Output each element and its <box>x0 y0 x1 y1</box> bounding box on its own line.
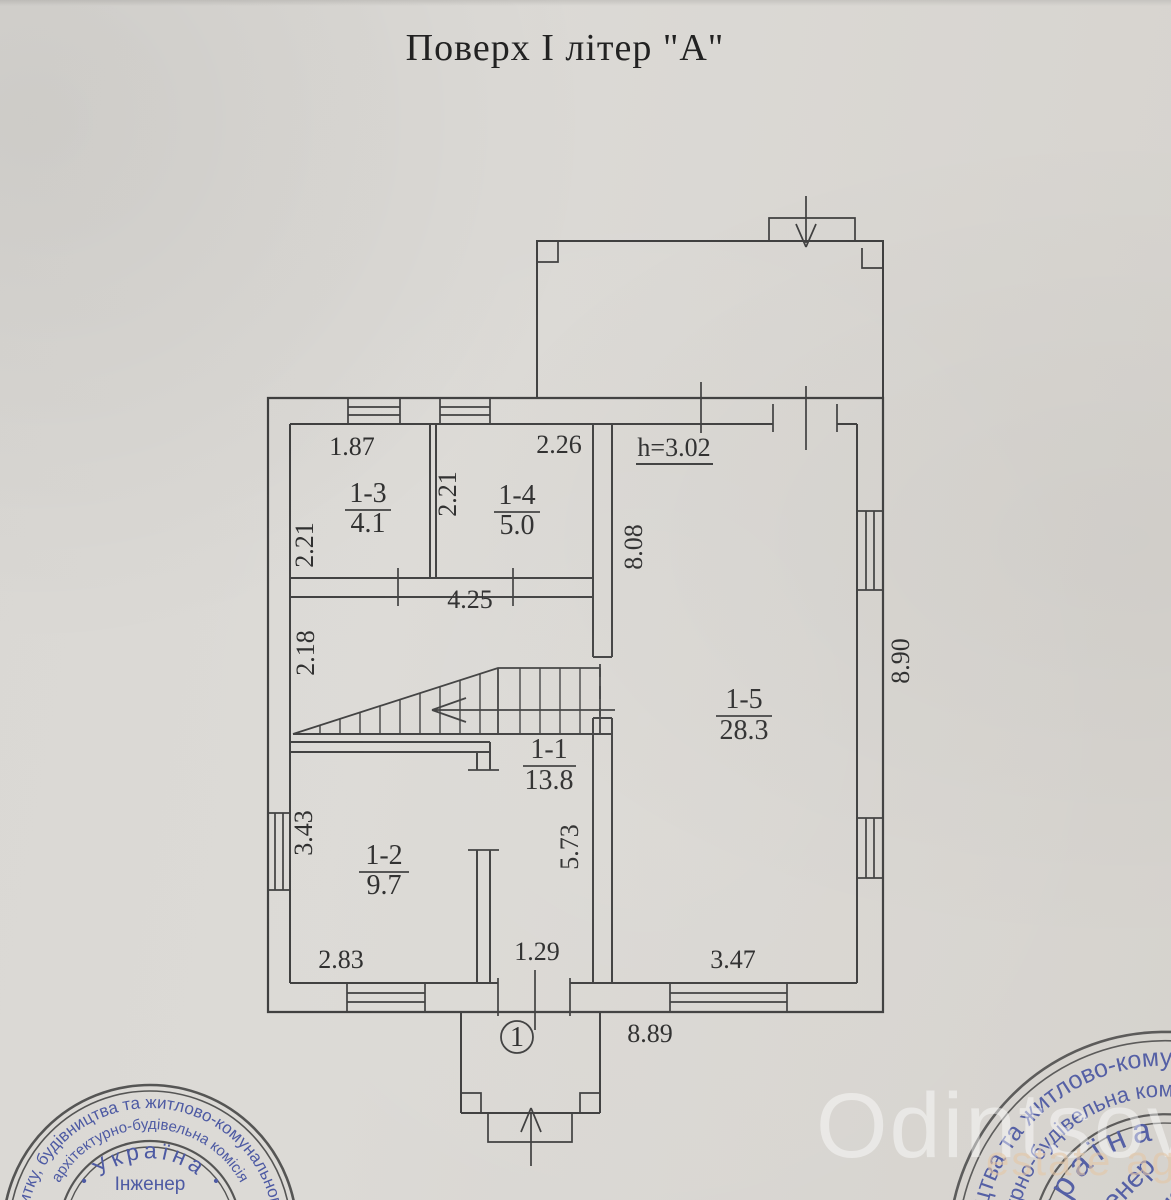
dim-building-width: 8.89 <box>627 1019 673 1048</box>
room-area: 5.0 <box>500 510 535 541</box>
window-left <box>268 812 290 891</box>
room-area: 9.7 <box>367 870 402 901</box>
stamp-title-line1: Інженер <box>115 1174 186 1195</box>
room-number: 1-5 <box>725 684 762 715</box>
porch-entry-arrow <box>520 1107 542 1166</box>
dim-room14-height: 2.21 <box>433 471 462 517</box>
room-area: 28.3 <box>720 715 769 746</box>
room-number: 1-3 <box>349 478 386 509</box>
dim-ceiling-height: h=3.02 <box>637 433 710 462</box>
window-top-2 <box>439 398 491 424</box>
stamp-separator-dot: • <box>213 1173 219 1190</box>
window-top-1 <box>347 398 401 424</box>
room-label-1-5: 1-5 28.3 <box>716 684 772 746</box>
porch-steps <box>487 1113 573 1143</box>
room-number: 1-1 <box>530 734 567 765</box>
porch <box>460 1012 601 1166</box>
dim-room15-width: 3.47 <box>710 945 756 974</box>
door-marks <box>397 382 838 1030</box>
terrace-steps <box>768 217 856 241</box>
dim-vestibule-width: 4.25 <box>447 585 493 614</box>
terrace-corner-marks <box>538 242 882 269</box>
terrace-entry-arrow <box>795 196 817 248</box>
room-area: 13.8 <box>525 765 574 796</box>
dim-room12-width: 2.83 <box>318 945 364 974</box>
dim-room13-width: 1.87 <box>329 432 375 461</box>
dim-hall-height: 5.73 <box>555 824 584 870</box>
stamp-separator-dot: • <box>81 1173 87 1190</box>
stairs <box>292 667 615 735</box>
window-right-2 <box>857 817 883 879</box>
room-label-1-4: 1-4 5.0 <box>494 480 540 541</box>
stamp-left: витку, будівництва та житлово-комунально… <box>5 1083 295 1200</box>
dim-stairs-side: 2.18 <box>291 630 320 676</box>
dim-entrance-width: 1.29 <box>514 937 560 966</box>
dim-room15-height: 8.08 <box>619 524 648 570</box>
dim-building-height: 8.90 <box>886 638 915 684</box>
dim-room14-width: 2.26 <box>536 430 582 459</box>
entrance-marker: 1 <box>500 1020 534 1054</box>
room-label-1-2: 1-2 9.7 <box>359 840 409 901</box>
window-right-1 <box>857 510 883 591</box>
dim-room13-height: 2.21 <box>290 522 319 568</box>
stair-treads <box>319 668 581 734</box>
room-number: 1-4 <box>498 480 535 511</box>
window-bottom-1 <box>346 983 426 1012</box>
room-area: 4.1 <box>351 508 386 539</box>
room-label-1-1: 1-1 13.8 <box>523 734 576 796</box>
window-bottom-2 <box>669 983 788 1012</box>
room-label-1-3: 1-3 4.1 <box>345 478 391 539</box>
dim-room12-height: 3.43 <box>289 810 318 856</box>
entrance-marker-number: 1 <box>510 1022 524 1053</box>
watermark-tagline: estate agent <box>986 1137 1171 1184</box>
room-number: 1-2 <box>365 840 402 871</box>
terrace <box>536 196 884 404</box>
